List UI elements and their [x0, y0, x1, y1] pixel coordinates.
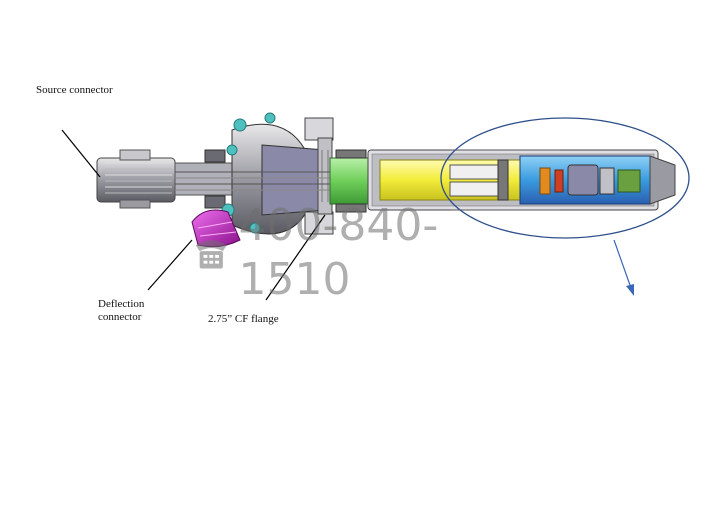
green-tube-section: [329, 149, 373, 213]
deflection-leader-line: [147, 239, 193, 291]
source-connector-part: [96, 149, 176, 209]
phone-watermark: 400-840-1510: [190, 200, 540, 305]
feedthrough-shaft: [174, 149, 236, 209]
deflection-connector-label-line2: connector: [98, 311, 142, 323]
cf-flange-label: 2.75” CF flange: [208, 313, 279, 325]
cf-flange-part: [304, 117, 334, 235]
internal-rods: [175, 171, 340, 191]
dome-housing: [221, 112, 326, 235]
deflection-connector-part: [191, 209, 241, 248]
source-connector-label: Source connector: [36, 84, 113, 96]
lens-stack: [449, 149, 641, 211]
phone-number-text: 400-840-1510: [238, 200, 439, 305]
flange-leader-line: [265, 214, 326, 301]
telephone-icon: [195, 240, 227, 269]
source-leader-line: [61, 129, 101, 178]
pointer-arrow: [613, 239, 634, 296]
deflection-connector-label-line1: Deflection: [98, 298, 145, 310]
highlight-ellipse: [440, 117, 690, 239]
